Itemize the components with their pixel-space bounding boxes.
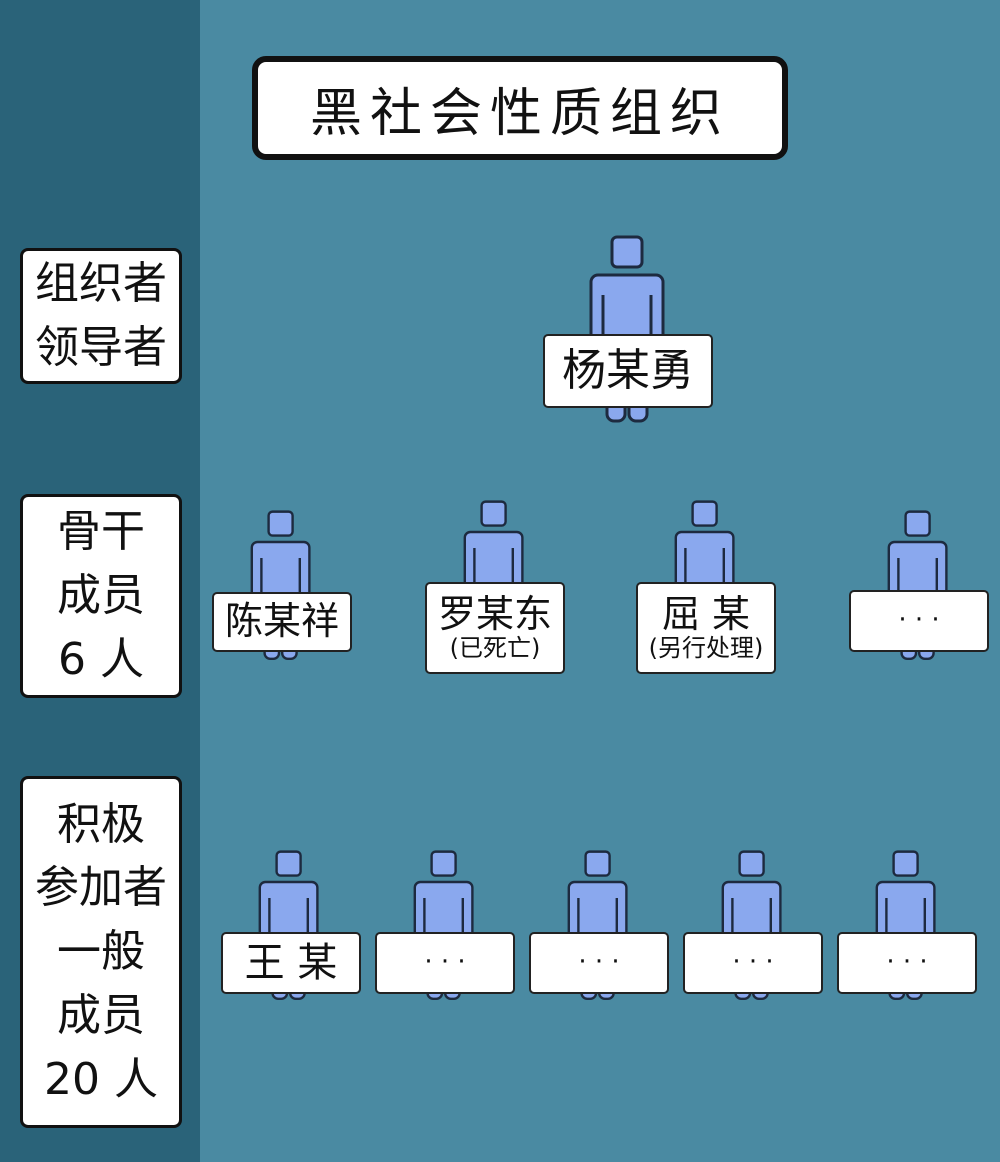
member-name: · · ·	[732, 947, 774, 978]
member-name: 杨某勇	[562, 344, 694, 396]
sidebar-panel: 组织者 领导者 骨干 成员 6 人 积极 参加者 一般 成员 20 人	[0, 0, 200, 1162]
member-name: 罗某东	[437, 591, 552, 636]
name-plate: · · ·	[837, 932, 977, 994]
level-label-line: 成员	[57, 989, 145, 1041]
member-note: (已死亡)	[449, 633, 541, 662]
member-name: 屈 某	[661, 591, 751, 636]
level-label-line: 20 人	[44, 1053, 158, 1105]
name-plate: 屈 某(另行处理)	[636, 582, 776, 674]
name-plate: 罗某东(已死亡)	[425, 582, 565, 674]
level-label-line: 组织者	[35, 258, 167, 310]
level-label-line: 领导者	[35, 322, 167, 373]
level-label-general-members: 积极 参加者 一般 成员 20 人	[20, 776, 182, 1128]
level-label-line: 积极	[57, 798, 145, 850]
member-name: · · ·	[886, 947, 928, 978]
name-plate: · · ·	[375, 932, 515, 994]
member-name: · · ·	[578, 947, 620, 978]
name-plate: · · ·	[683, 932, 823, 994]
level-label-line: 成员	[57, 570, 145, 622]
name-plate: 王 某	[221, 932, 361, 994]
level-label-line: 参加者	[35, 862, 167, 914]
member-name: · · ·	[424, 947, 466, 978]
member-note: (另行处理)	[648, 633, 764, 662]
name-plate: 陈某祥	[212, 592, 352, 652]
name-plate: · · ·	[529, 932, 669, 994]
level-label-line: 6 人	[58, 633, 144, 685]
level-label-core-members: 骨干 成员 6 人	[20, 494, 182, 698]
member-name: · · ·	[898, 605, 940, 636]
name-plate: 杨某勇	[543, 334, 713, 408]
level-label-line: 一般	[57, 926, 145, 978]
level-label-line: 骨干	[57, 506, 145, 558]
diagram-title: 黑社会性质组织	[252, 56, 788, 160]
member-name: 陈某祥	[224, 599, 339, 644]
name-plate: · · ·	[849, 590, 989, 652]
level-label-leaders: 组织者 领导者	[20, 248, 182, 384]
member-name: 王 某	[244, 940, 338, 986]
